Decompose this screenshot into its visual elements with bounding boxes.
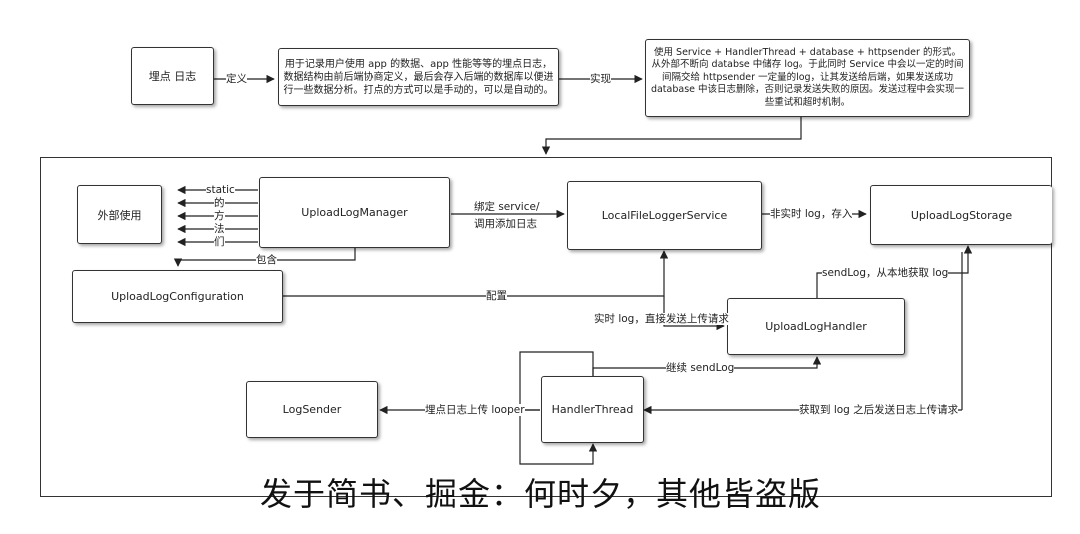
local-file-logger-service-label: LocalFileLoggerService: [601, 209, 728, 222]
log-sender-label: LogSender: [282, 403, 342, 416]
contains-label: 包含: [256, 254, 277, 266]
send-upload-label: 获取到 log 之后发送日志上传请求: [799, 404, 959, 416]
concept-box: 埋点 日志: [131, 47, 214, 105]
continue-sendlog-label: 继续 sendLog: [666, 362, 735, 374]
realtime-label: 实时 log，直接发送上传请求: [594, 313, 729, 325]
implementation-text: 使用 Service + HandlerThread + database + …: [650, 46, 965, 108]
static-method-label-5: 们: [214, 236, 225, 248]
local-file-logger-service-box: LocalFileLoggerService: [567, 181, 762, 250]
upload-log-configuration-box: UploadLogConfiguration: [72, 270, 283, 323]
implementation-box: 使用 Service + HandlerThread + database + …: [645, 39, 970, 117]
handler-thread-box: HandlerThread: [541, 376, 644, 443]
upload-looper-label: 埋点日志上传 looper: [425, 404, 525, 416]
static-method-label-1: static: [206, 184, 235, 196]
concept-label: 埋点 日志: [148, 70, 197, 83]
config-label: 配置: [486, 290, 507, 302]
upload-log-storage-label: UploadLogStorage: [910, 208, 1013, 222]
static-method-label-3: 方: [214, 210, 225, 222]
implement-edge-label: 实现: [590, 73, 611, 85]
external-usage-label: 外部使用: [97, 208, 142, 222]
external-usage-box: 外部使用: [77, 185, 162, 244]
upload-log-manager-box: UploadLogManager: [259, 177, 450, 248]
upload-log-storage-box: UploadLogStorage: [870, 185, 1052, 245]
upload-log-handler-label: UploadLogHandler: [765, 320, 867, 333]
upload-log-configuration-label: UploadLogConfiguration: [111, 290, 244, 303]
bind-service-label: 绑定 service/: [474, 201, 540, 213]
static-method-label-2: 的: [214, 197, 225, 209]
watermark-text: 发于简书、掘金：何时夕，其他皆盗版: [260, 475, 822, 513]
log-sender-box: LogSender: [246, 381, 378, 438]
static-method-label-4: 法: [214, 223, 225, 235]
non-realtime-label: 非实时 log，存入: [770, 208, 853, 220]
bind-service-label-2: 调用添加日志: [474, 218, 537, 230]
definition-text: 用于记录用户使用 app 的数据、app 性能等等的埋点日志，数据结构由前后端协…: [283, 58, 554, 96]
definition-box: 用于记录用户使用 app 的数据、app 性能等等的埋点日志，数据结构由前后端协…: [278, 48, 559, 106]
sendlog-local-label: sendLog，从本地获取 log: [822, 267, 949, 279]
define-edge-label: 定义: [226, 73, 247, 85]
upload-log-handler-box: UploadLogHandler: [727, 298, 905, 355]
architecture-container: [40, 157, 1052, 497]
upload-log-manager-label: UploadLogManager: [301, 206, 408, 219]
handler-thread-label: HandlerThread: [551, 403, 634, 416]
